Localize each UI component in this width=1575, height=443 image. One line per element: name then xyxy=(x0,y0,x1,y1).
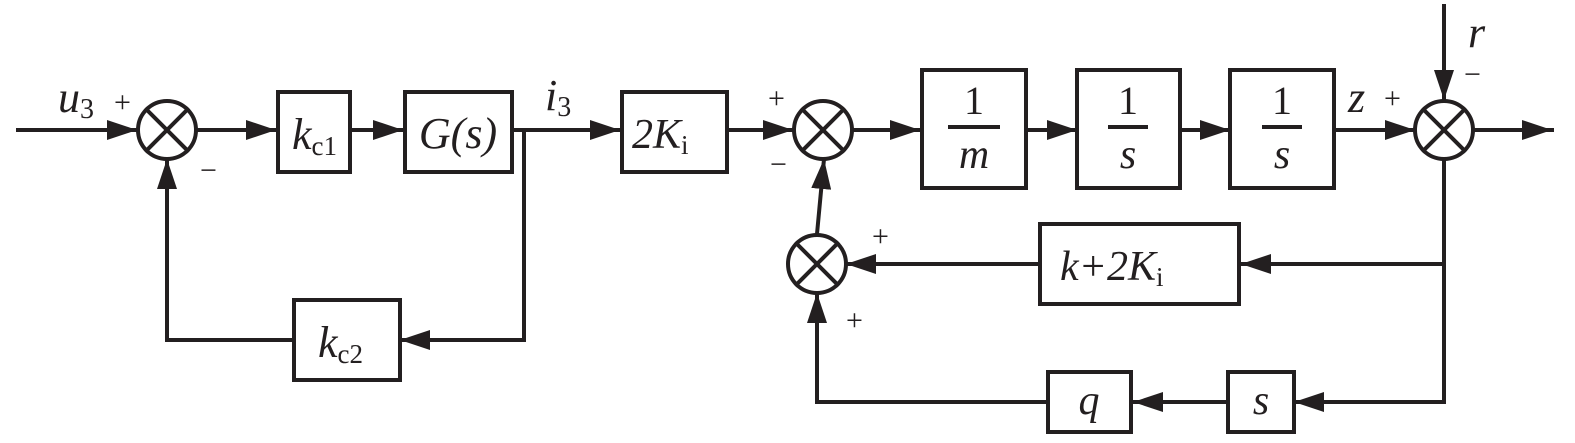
block-kc1-label: kc1 xyxy=(292,110,337,161)
block-inv-m: 1 m xyxy=(920,68,1028,190)
sum2-minus-sign: − xyxy=(770,148,787,181)
summing-junction-2 xyxy=(792,99,854,161)
kc2-to-sum1-line xyxy=(157,157,296,342)
block-inv-m-numerator: 1 xyxy=(964,78,984,123)
i3-feedback-line xyxy=(398,128,526,350)
block-s-label: s xyxy=(1253,378,1269,424)
block-2ki-label: 2Ki xyxy=(632,112,689,160)
sum3-to-sum2-line xyxy=(811,156,832,237)
summing-junction-4 xyxy=(1413,99,1475,161)
q-to-sum3-line xyxy=(807,291,1048,404)
block-inv-s2: 1 s xyxy=(1228,68,1336,190)
block-inv-s2-denominator: s xyxy=(1274,132,1290,178)
block-inv-s1: 1 s xyxy=(1075,68,1182,190)
block-kc2: kc2 xyxy=(292,298,402,382)
block-gs-label: G(s) xyxy=(419,109,497,158)
signal-i3-label: i3 xyxy=(545,71,571,123)
summing-junction-1 xyxy=(136,99,198,161)
block-kc1: kc1 xyxy=(276,90,352,174)
block-q: q xyxy=(1046,370,1133,434)
block-stiffness: k+2Ki xyxy=(1038,222,1241,306)
sum3-plus-sign-stiffness: + xyxy=(872,220,889,253)
block-inv-m-denominator: m xyxy=(959,132,989,178)
sum1-plus-sign: + xyxy=(114,86,131,119)
block-2ki: 2Ki xyxy=(620,90,729,174)
block-kc2-label: kc2 xyxy=(318,318,363,369)
sum4-plus-sign: + xyxy=(1384,82,1401,115)
signal-r-label: r xyxy=(1468,8,1486,57)
wires xyxy=(16,4,1554,412)
sum2-plus-sign: + xyxy=(768,82,785,115)
block-inv-s2-numerator: 1 xyxy=(1272,78,1292,123)
signal-z-label: z xyxy=(1347,73,1365,122)
block-q-label: q xyxy=(1079,378,1100,424)
block-inv-s1-numerator: 1 xyxy=(1118,78,1138,123)
block-gs: G(s) xyxy=(403,90,514,174)
summing-junction-3 xyxy=(786,233,848,295)
signal-u3-label: u3 xyxy=(58,73,94,125)
sum4-minus-sign: − xyxy=(1464,58,1481,91)
block-s: s xyxy=(1226,370,1296,434)
block-inv-s1-denominator: s xyxy=(1120,132,1136,178)
sum1-minus-sign: − xyxy=(200,154,217,187)
z-to-s-line xyxy=(1292,262,1446,412)
sum3-plus-sign-q: + xyxy=(846,304,863,337)
block-stiffness-label: k+2Ki xyxy=(1060,244,1164,292)
